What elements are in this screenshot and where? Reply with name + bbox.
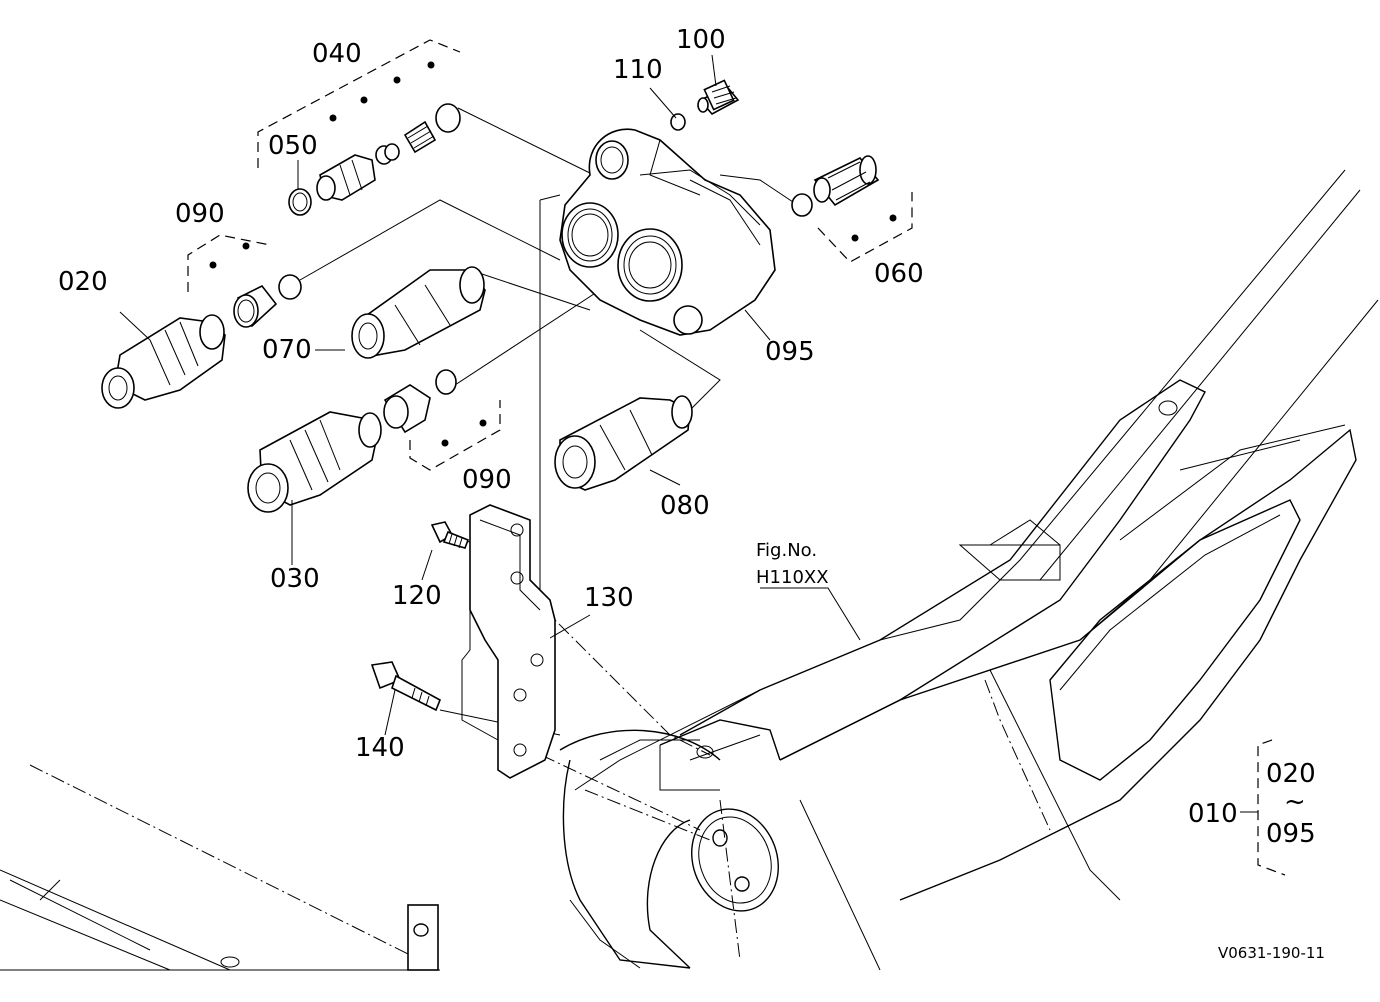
label-range-to: 095 <box>1266 819 1316 849</box>
group-brackets <box>187 39 1286 876</box>
label-range-from: 020 <box>1266 759 1316 789</box>
label-090-bottom: 090 <box>462 465 512 495</box>
label-080: 080 <box>660 491 710 521</box>
label-140: 140 <box>355 733 405 763</box>
coupler-080 <box>554 395 693 491</box>
label-040: 040 <box>312 39 362 69</box>
bolt-120 <box>430 521 470 549</box>
coupler-030 <box>247 369 487 513</box>
coupler-060 <box>791 155 897 242</box>
bracket-130 <box>461 504 556 779</box>
label-050: 050 <box>268 131 318 161</box>
figure-number-label: Fig.No. <box>756 540 817 561</box>
label-leaders <box>119 54 1258 813</box>
part-labels: 040 050 090 020 110 100 060 095 070 090 … <box>58 25 1325 962</box>
drawing-reference: V0631-190-11 <box>1218 944 1325 962</box>
label-130: 130 <box>584 583 634 613</box>
label-120: 120 <box>392 581 442 611</box>
o-ring-110 <box>670 113 686 131</box>
fitting-100 <box>697 79 740 116</box>
coupler-020 <box>101 242 302 409</box>
label-060: 060 <box>874 259 924 289</box>
label-070: 070 <box>262 335 312 365</box>
label-010: 010 <box>1188 799 1238 829</box>
label-range-sep: ~ <box>1284 787 1306 817</box>
assembly-lines <box>299 107 806 831</box>
label-100: 100 <box>676 25 726 55</box>
figure-number-value: H110XX <box>756 567 829 588</box>
label-110: 110 <box>613 55 663 85</box>
label-030: 030 <box>270 564 320 594</box>
loader-arm <box>0 169 1379 971</box>
valve-body-095 <box>559 128 776 336</box>
bolt-140 <box>370 661 442 712</box>
label-090-top: 090 <box>175 199 225 229</box>
valve-assembly-040 <box>288 61 461 216</box>
coupler-070 <box>351 266 486 359</box>
label-020: 020 <box>58 267 108 297</box>
label-095: 095 <box>765 337 815 367</box>
